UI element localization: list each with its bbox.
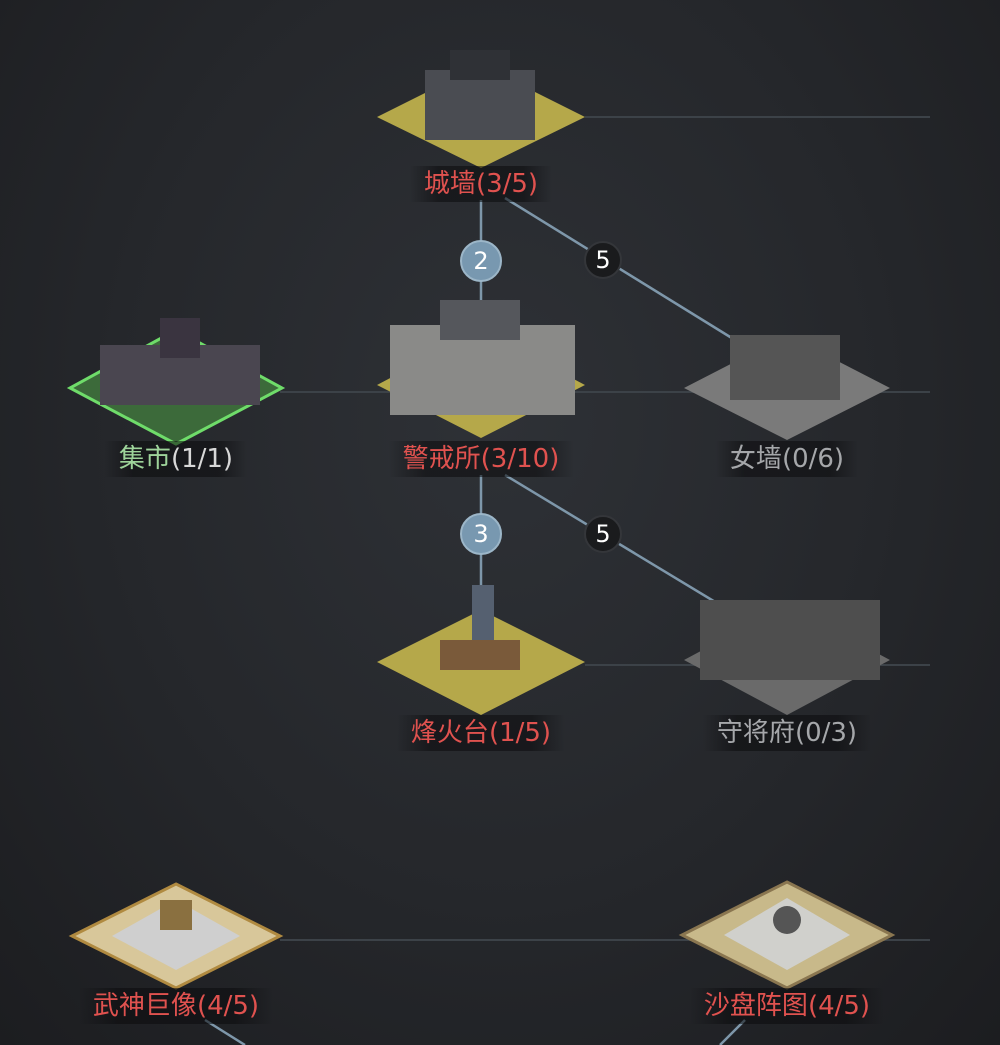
label-shoujiangfu: 守将府(0/3) — [702, 715, 872, 751]
building-level: (4/5) — [196, 991, 260, 1021]
link-line — [504, 196, 736, 342]
building-level: (3/10) — [480, 444, 560, 474]
building-level: (0/3) — [794, 718, 858, 748]
label-chengqiang: 城墙(3/5) — [409, 166, 553, 202]
node-shapan[interactable] — [682, 878, 892, 990]
node-wushen[interactable] — [72, 880, 280, 990]
building-name: 守将府 — [716, 718, 795, 748]
label-fenghuotai: 烽火台(1/5) — [396, 715, 566, 751]
building-level: (0/6) — [781, 444, 845, 474]
building-name: 女墙 — [729, 444, 782, 474]
building-name: 烽火台 — [410, 718, 489, 748]
requirement-badge: 5 — [584, 241, 622, 279]
building-tile-jingjiesuo — [377, 300, 585, 438]
node-jishi[interactable] — [70, 315, 282, 445]
link-line — [204, 1018, 246, 1045]
node-jingjiesuo[interactable] — [377, 295, 585, 440]
building-name: 警戒所 — [402, 444, 481, 474]
label-jishi: 集市(1/1) — [104, 441, 248, 477]
label-jingjiesuo: 警戒所(3/10) — [388, 441, 574, 477]
building-tile-wushen — [68, 882, 284, 990]
label-wushen: 武神巨像(4/5) — [78, 988, 274, 1024]
node-fenghuotai[interactable] — [377, 580, 585, 715]
label-nvqiang: 女墙(0/6) — [715, 441, 859, 477]
node-shoujiangfu[interactable] — [684, 585, 890, 715]
building-level: (1/1) — [170, 444, 234, 474]
building-level: (3/5) — [475, 169, 539, 199]
building-tile-fenghuotai — [377, 585, 585, 715]
building-tile-chengqiang — [377, 50, 585, 168]
label-shapan: 沙盘阵图(4/5) — [689, 988, 885, 1024]
building-tile-shoujiangfu — [684, 600, 890, 715]
building-name: 武神巨像 — [92, 991, 197, 1021]
building-name: 集市 — [118, 444, 171, 474]
requirement-badge: 5 — [584, 515, 622, 553]
requirement-badge: 3 — [460, 513, 502, 555]
requirement-badge: 2 — [460, 240, 502, 282]
building-tile-nvqiang — [684, 335, 890, 440]
building-tile-jishi — [66, 318, 286, 446]
building-level: (4/5) — [807, 991, 871, 1021]
building-name: 沙盘阵图 — [703, 991, 808, 1021]
building-name: 城墙 — [423, 169, 476, 199]
building-level: (1/5) — [488, 718, 552, 748]
node-nvqiang[interactable] — [684, 330, 890, 440]
node-chengqiang[interactable] — [377, 45, 585, 170]
link-line — [504, 473, 746, 622]
link-line — [719, 1019, 746, 1045]
building-tile-shapan — [678, 880, 896, 990]
